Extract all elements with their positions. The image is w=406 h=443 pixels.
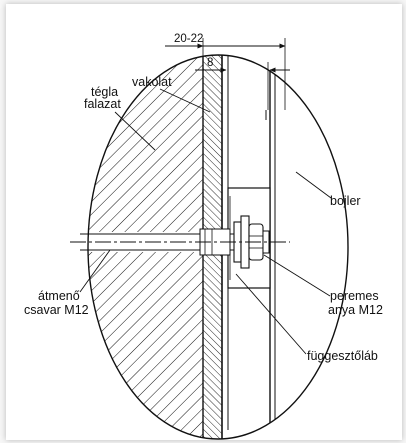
dimension-8: 8	[195, 57, 290, 110]
svg-text:függesztőláb: függesztőláb	[307, 349, 378, 363]
detail-ellipse	[87, 54, 349, 440]
label-peremes-anya: peremes anya M12	[263, 254, 383, 317]
svg-text:falazat: falazat	[84, 97, 121, 111]
dim-text-inner: 8	[207, 57, 213, 69]
svg-text:bojler: bojler	[330, 194, 361, 208]
svg-text:átmenő: átmenő	[38, 289, 80, 303]
label-fuggesztolab: függesztőláb	[235, 273, 378, 363]
svg-text:peremes: peremes	[330, 289, 379, 303]
label-tegla-falazat: tégla falazat	[84, 85, 156, 151]
brick-wall-section	[88, 55, 223, 439]
svg-text:csavar M12: csavar M12	[24, 303, 89, 317]
label-atmeno-csavar: átmenő csavar M12	[24, 249, 111, 317]
dimension-20-22: 20-22	[165, 33, 286, 110]
label-bojler: bojler	[295, 171, 361, 208]
svg-text:anya M12: anya M12	[328, 303, 383, 317]
label-vakolat: vakolat	[132, 75, 211, 113]
svg-text:vakolat: vakolat	[132, 75, 172, 89]
dim-text-outer: 20-22	[174, 33, 203, 45]
svg-text:tégla: tégla	[91, 85, 118, 99]
